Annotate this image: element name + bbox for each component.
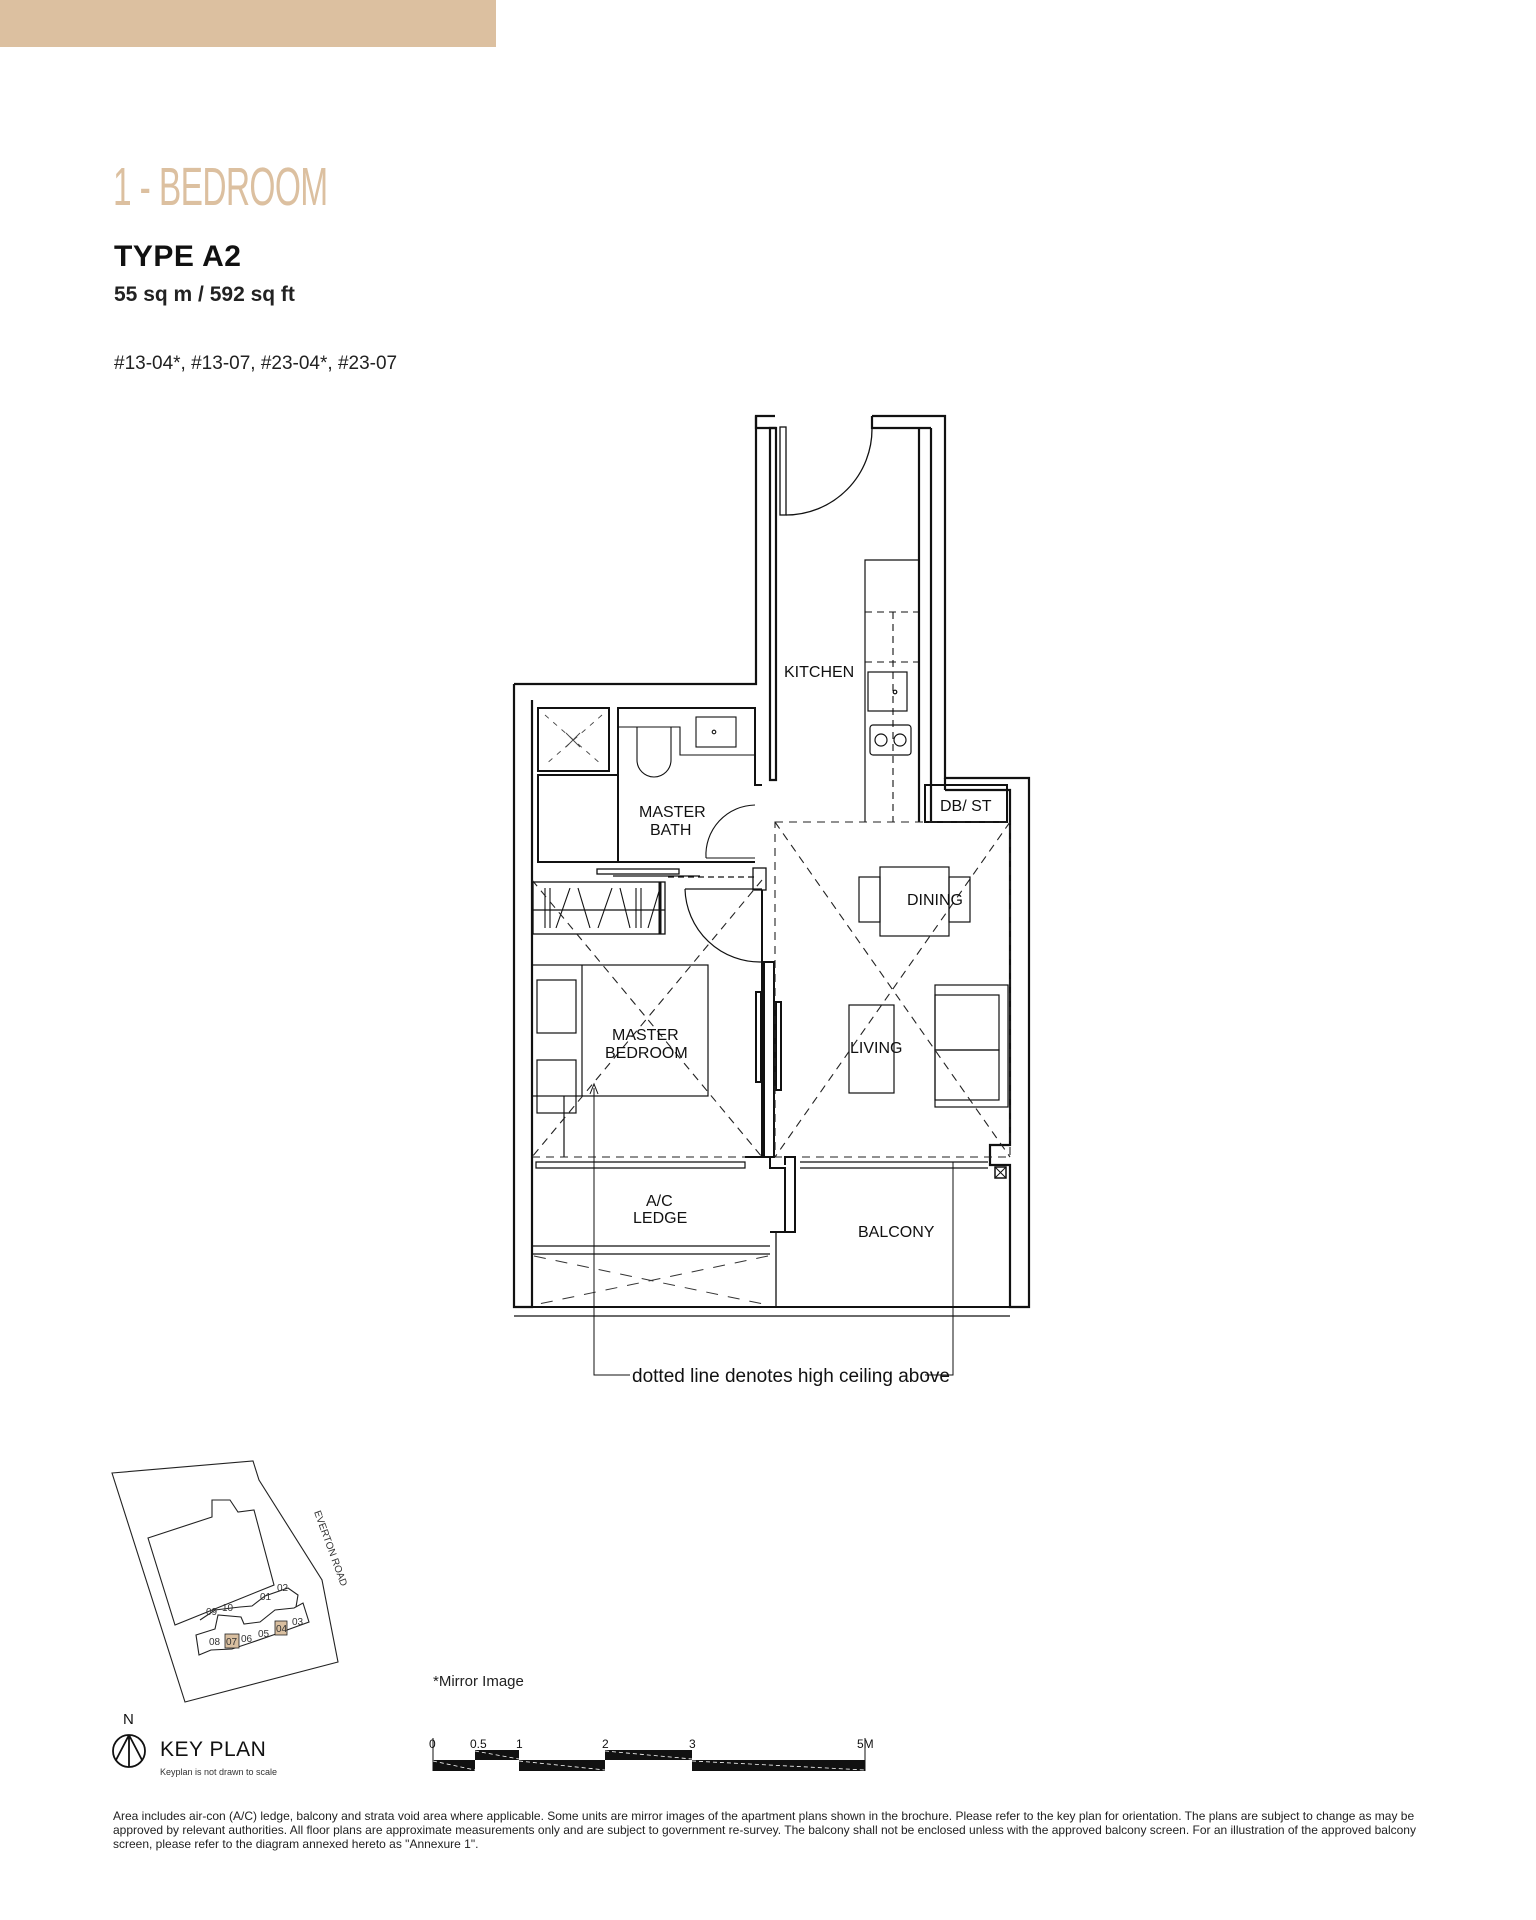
key-unit-04-highlight <box>274 1620 288 1636</box>
db-store <box>924 784 1008 823</box>
room-label-living: LIVING <box>850 1040 902 1057</box>
bed <box>531 964 709 1157</box>
room-label-balcony: BALCONY <box>858 1224 935 1241</box>
road-label: EVERTON ROAD <box>311 1509 349 1588</box>
room-label-master-bedroom: MASTER <box>612 1027 679 1044</box>
key-unit-07-highlight <box>224 1633 240 1649</box>
svg-text:0.5: 0.5 <box>470 1737 487 1751</box>
svg-text:1: 1 <box>516 1737 523 1751</box>
north-arrow-icon <box>112 1734 146 1768</box>
bath-fixtures <box>618 716 756 859</box>
kitchen-counter <box>864 559 919 822</box>
footer-disclaimer: Area includes air-con (A/C) ledge, balco… <box>113 1809 1416 1851</box>
svg-text:5M: 5M <box>857 1737 874 1751</box>
key-plan-title: KEY PLAN <box>160 1738 267 1761</box>
svg-text:08: 08 <box>209 1637 221 1648</box>
header-accent-bar <box>0 0 496 47</box>
category-title: 1 - BEDROOM <box>113 157 328 217</box>
svg-text:2: 2 <box>602 1737 609 1751</box>
room-label-ac-ledge: A/C <box>646 1193 673 1210</box>
key-plan-subtitle: Keyplan is not drawn to scale <box>160 1767 278 1777</box>
svg-text:04: 04 <box>276 1624 288 1635</box>
svg-text:03: 03 <box>292 1617 304 1628</box>
svg-text:3: 3 <box>689 1737 696 1751</box>
scale-bar: 0 0.5 1 2 3 5M <box>429 1737 874 1771</box>
svg-text:07: 07 <box>226 1637 238 1648</box>
svg-text:09: 09 <box>206 1607 218 1618</box>
coffee-table <box>848 1004 895 1094</box>
shower-void <box>537 707 610 772</box>
north-label: N <box>123 1711 134 1728</box>
unit-numbers: #13-04*, #13-07, #23-04*, #23-07 <box>114 353 398 374</box>
sofa <box>934 984 1009 1108</box>
room-label-kitchen: KITCHEN <box>784 664 854 681</box>
unit-area: 55 sq m / 592 sq ft <box>114 283 295 306</box>
ceiling-note: dotted line denotes high ceiling above <box>632 1366 950 1387</box>
outer-wall <box>514 414 1031 1309</box>
svg-text:BATH: BATH <box>650 822 691 839</box>
svg-text:BEDROOM: BEDROOM <box>605 1045 688 1062</box>
unit-type: TYPE A2 <box>114 240 242 273</box>
svg-text:10: 10 <box>222 1603 234 1614</box>
entrance-door-swing <box>785 427 873 516</box>
wardrobe <box>532 881 666 935</box>
svg-text:LEDGE: LEDGE <box>633 1210 687 1227</box>
svg-text:01: 01 <box>260 1592 272 1603</box>
key-plan-map <box>111 1460 339 1703</box>
bedroom-door-swing <box>684 888 763 963</box>
room-label-master-bath: MASTER <box>639 804 706 821</box>
svg-text:06: 06 <box>241 1634 253 1645</box>
svg-text:05: 05 <box>258 1629 270 1640</box>
svg-text:02: 02 <box>277 1583 289 1594</box>
entrance-door-leaf <box>779 426 787 516</box>
svg-text:0: 0 <box>429 1737 436 1751</box>
room-label-db-st: DB/ ST <box>940 798 992 815</box>
room-label-dining: DINING <box>907 892 963 909</box>
mirror-image-note: *Mirror Image <box>433 1673 524 1690</box>
